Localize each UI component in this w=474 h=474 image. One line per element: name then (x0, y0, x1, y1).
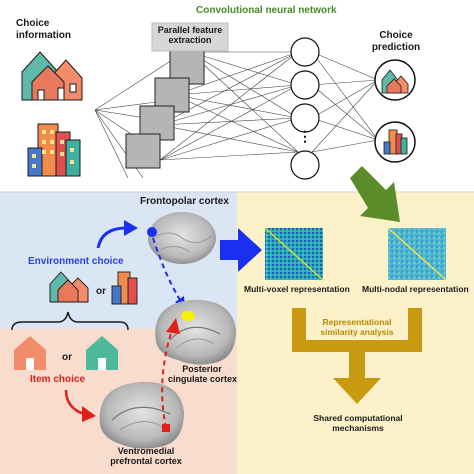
rsa-analysis-line2: similarity analysis (320, 326, 394, 337)
item-or-label: or (62, 352, 72, 363)
choice-info-label: Choice information (16, 18, 71, 41)
multivoxel-matrix (264, 227, 324, 281)
green-arrow (350, 166, 400, 222)
blue-dashed-arrow (152, 237, 181, 301)
blue-arrow (220, 228, 262, 272)
hidden-ellipsis: ⋮ (298, 128, 312, 144)
node (290, 150, 320, 180)
environment-arrow-head (124, 220, 138, 236)
env-buildings-icon (111, 271, 138, 305)
shared-line2: mechanisms (332, 422, 384, 433)
cnn-title: Convolutional neural network (196, 5, 337, 16)
pcc-brain (155, 299, 236, 365)
red-dashed-head (166, 318, 180, 334)
brace (11, 311, 129, 331)
feature-map (125, 133, 161, 169)
output-buildings-icon (383, 129, 408, 155)
vmpfc-brain (99, 381, 184, 449)
extraction-label-box (151, 22, 229, 52)
multivoxel-label: Multi-voxel representation (244, 284, 350, 294)
pcc-label: Posterior cingulate cortex (168, 364, 238, 385)
prediction-line2: prediction (371, 41, 421, 53)
item-arrow-head (82, 406, 96, 422)
rsa-analysis-line1: Representational (322, 317, 392, 327)
red-dashed-arrow (161, 329, 173, 429)
cnn-connections (94, 51, 379, 179)
vmpfc-label: Ventromedial prefrontal cortex (108, 446, 184, 467)
item-house-orange-icon (14, 336, 46, 370)
vmpfc-line2: prefrontal cortex (110, 456, 182, 467)
item-house-teal-icon (86, 336, 118, 370)
env-or-label: or (96, 286, 106, 297)
item-arrow (64, 389, 85, 416)
rsa-gold-arrows (292, 308, 422, 404)
node (290, 103, 320, 133)
node (290, 37, 320, 67)
environment-arrow (96, 226, 127, 249)
extraction-label: Parallel feature extraction (154, 25, 226, 46)
pcc-line2: cingulate cortex (168, 374, 238, 385)
prediction-line1: Choice (379, 30, 413, 41)
multinodal-matrix (387, 227, 447, 281)
item-choice-label: Item choice (30, 374, 86, 385)
env-houses-icon (49, 271, 89, 303)
extraction-line1: Parallel feature (157, 25, 223, 35)
buildings-icon (27, 123, 81, 177)
shared-line1: Shared computational (313, 413, 403, 423)
vmpfc-line1: Ventromedial (117, 446, 175, 456)
frontopolar-brain (147, 212, 216, 264)
pcc-line1: Posterior (182, 364, 222, 374)
prediction-label: Choice prediction (370, 30, 422, 53)
shared-mechanisms-label: Shared computational mechanisms (306, 413, 410, 434)
hidden-layer (290, 37, 320, 180)
frontopolar-marker (147, 227, 157, 237)
feature-maps (125, 49, 205, 169)
houses-icon (21, 51, 83, 101)
environment-choice-label: Environment choice (28, 256, 124, 267)
extraction-line2: extraction (168, 35, 212, 46)
choice-info-line1: Choice (16, 18, 50, 29)
choice-info-line2: information (16, 29, 71, 41)
output-houses-icon (381, 69, 409, 94)
node (290, 70, 320, 100)
frontopolar-label: Frontopolar cortex (140, 196, 229, 207)
multinodal-label: Multi-nodal representation (362, 284, 469, 294)
pcc-marker (181, 311, 195, 321)
rsa-analysis-label: Representational similarity analysis (310, 317, 404, 338)
